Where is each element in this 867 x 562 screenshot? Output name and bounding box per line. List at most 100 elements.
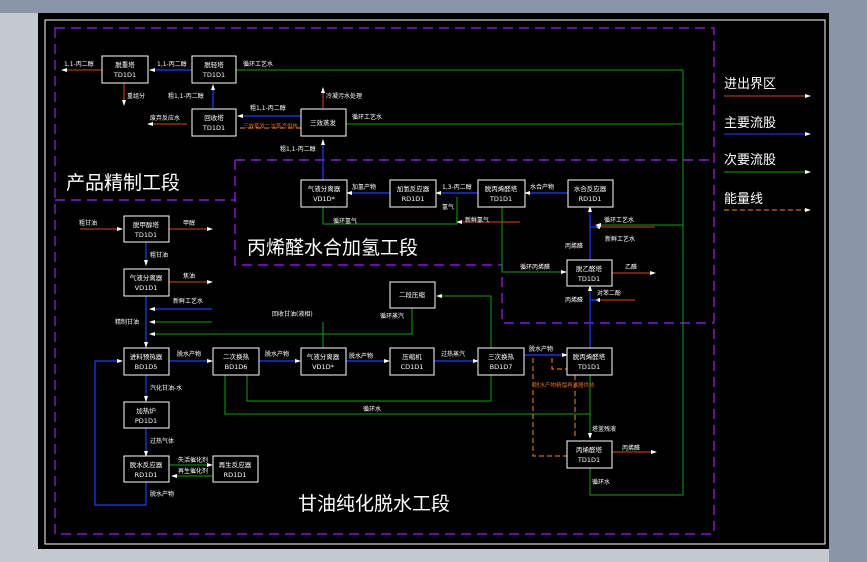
stream-label: 塔釜残液: [592, 425, 616, 433]
stream-label: 粗甘油: [150, 251, 168, 259]
stream-label: 丙烯醛: [565, 296, 583, 304]
svg-text:TD1D1: TD1D1: [489, 195, 512, 203]
drawing-canvas: 产品精制工段 丙烯醛水合加氢工段 甘油纯化脱水工段: [38, 13, 829, 549]
stream-label: 失活催化剂: [178, 456, 208, 464]
svg-text:脱轻塔: 脱轻塔: [204, 60, 224, 69]
svg-text:气液分离器: 气液分离器: [130, 273, 163, 282]
legend-label-main: 主要流股: [724, 116, 776, 131]
svg-text:二段压缩: 二段压缩: [399, 290, 426, 299]
stream-label: 氢气: [442, 203, 454, 211]
svg-text:再生反应器: 再生反应器: [219, 460, 252, 469]
svg-text:VD1D1: VD1D1: [135, 284, 158, 292]
equipment-h3[interactable]: 三次换热 BD1D7: [477, 347, 525, 376]
legend-label-secondary: 次要流股: [724, 152, 776, 168]
svg-text:TD1D1: TD1D1: [134, 231, 157, 239]
svg-text:TD1D1: TD1D1: [202, 124, 225, 132]
process-flow-diagram: 产品精制工段 丙烯醛水合加氢工段 甘油纯化脱水工段: [44, 19, 826, 545]
stream-label: 脱水产物: [265, 350, 289, 358]
stream-label: 精制甘油: [115, 318, 139, 326]
svg-text:RD1D1: RD1D1: [135, 471, 158, 479]
stream-label: 丙烯醛: [565, 242, 583, 250]
equipment-h2[interactable]: 二次换热 BD1D6: [212, 347, 260, 376]
equipment-c1[interactable]: 压缩机 CD1D1: [389, 347, 435, 376]
stream-label: 粗甘油: [79, 219, 97, 227]
stream-label: 循环丙烯醛: [520, 263, 550, 271]
overall-boundary: [54, 27, 715, 535]
stream-label: 循环水: [363, 405, 381, 413]
stream-label: 冷凝污水处理: [326, 92, 362, 100]
equipment-t6[interactable]: 脱甲醇塔 TD1D1: [123, 215, 170, 243]
legend-label-energy: 能量线: [724, 192, 763, 207]
stream-label: 脱水产物: [150, 490, 174, 498]
stream-label: 1,1-丙二醇: [64, 60, 94, 68]
svg-text:加热炉: 加热炉: [136, 406, 156, 415]
equipment-r1[interactable]: 加氢反应器 RD1D1: [389, 179, 437, 208]
equipment-t5[interactable]: 脱乙醛塔 TD1D1: [566, 259, 613, 287]
svg-text:脱丙烯醛塔: 脱丙烯醛塔: [573, 352, 606, 361]
stream-label: 脱水产物: [349, 352, 373, 360]
svg-text:进料预热器: 进料预热器: [130, 352, 163, 361]
stream-label: 循环工艺水: [243, 60, 273, 68]
secondary-flow-lines: [149, 69, 684, 496]
svg-text:TD1D1: TD1D1: [577, 456, 600, 464]
stream-label: 粗1,1-丙二醇: [280, 145, 316, 153]
equipment-t2[interactable]: 脱轻塔 TD1D1: [191, 55, 237, 84]
svg-text:TD1D1: TD1D1: [113, 71, 136, 79]
svg-text:CD1D1: CD1D1: [401, 363, 424, 371]
stream-label: 脱水产物: [529, 345, 553, 353]
svg-text:TD1D1: TD1D1: [202, 71, 225, 79]
svg-text:RD1D1: RD1D1: [579, 195, 602, 203]
svg-text:BD1D6: BD1D6: [225, 363, 248, 371]
stream-label: 新鲜工艺水: [173, 297, 203, 305]
equipment-e1[interactable]: 三效蒸发: [300, 108, 347, 137]
equipment-t3[interactable]: 回收塔 TD1D1: [191, 108, 237, 137]
window-top-bar: [0, 0, 867, 13]
stream-label: 丙烯醛: [622, 444, 640, 452]
svg-text:PD1D1: PD1D1: [135, 417, 157, 425]
svg-text:压缩机: 压缩机: [402, 352, 422, 361]
svg-text:RD1D1: RD1D1: [402, 195, 425, 203]
svg-text:脱丙烯醛塔: 脱丙烯醛塔: [485, 184, 518, 193]
stream-label: 1,3-丙二醇: [442, 183, 472, 191]
stream-label: 过热气体: [150, 437, 174, 445]
equipment-r3[interactable]: 脱水反应器 RD1D1: [123, 455, 170, 483]
svg-text:气液分离器: 气液分离器: [308, 184, 341, 193]
svg-text:三效蒸发: 三效蒸发: [310, 118, 337, 127]
svg-text:脱水反应器: 脱水反应器: [130, 460, 163, 469]
svg-text:VD1D*: VD1D*: [312, 363, 335, 371]
stream-label: 加氢产物: [352, 183, 376, 191]
svg-text:BD1D5: BD1D5: [135, 363, 158, 371]
stream-label: 水合产物: [530, 183, 554, 191]
svg-text:水合反应器: 水合反应器: [574, 184, 607, 193]
stream-label: 循环氢气: [333, 217, 357, 225]
stream-label: 循环蒸汽: [380, 312, 404, 320]
stream-label: 废弃反应水: [150, 114, 180, 122]
equipment-v3[interactable]: 气液分离器 VD1D*: [300, 347, 347, 376]
section-title-product: 产品精制工段: [66, 172, 180, 194]
equipment-v2[interactable]: 气液分离器 VD1D1: [123, 268, 170, 297]
stream-label: 过热蒸汽: [441, 350, 465, 358]
stream-label: 乙醛: [625, 263, 637, 271]
energy-label: 脱水产物精馏再沸器供热: [534, 381, 595, 389]
equipment-t7[interactable]: 脱丙烯醛塔 TD1D1: [566, 347, 613, 376]
stream-label: 甲醇: [183, 219, 195, 227]
svg-text:脱重塔: 脱重塔: [115, 60, 135, 69]
equipment-c2[interactable]: 二段压缩: [389, 281, 436, 309]
equipment-f1[interactable]: 加热炉 PD1D1: [123, 401, 170, 429]
equipment-t1[interactable]: 脱重塔 TD1D1: [101, 55, 149, 84]
equipment-r4[interactable]: 再生反应器 RD1D1: [212, 455, 259, 483]
stream-label: 新鲜工艺水: [605, 235, 635, 243]
stream-label: 1,1-丙二醇: [157, 60, 187, 68]
svg-text:TD1D1: TD1D1: [577, 275, 600, 283]
svg-text:脱乙醛塔: 脱乙醛塔: [576, 264, 603, 273]
equipment-h1[interactable]: 进料预热器 BD1D5: [123, 347, 170, 376]
legend: 进出界区 主要流股 次要流股 能量线: [724, 77, 811, 212]
stream-label: 再生催化剂: [178, 467, 208, 475]
svg-text:RD1D1: RD1D1: [224, 471, 247, 479]
svg-text:三次换热: 三次换热: [488, 352, 515, 361]
stream-label: 循环水: [592, 478, 610, 486]
equipment-t4[interactable]: 脱丙烯醛塔 TD1D1: [477, 179, 526, 208]
equipment-t8[interactable]: 丙烯醛塔 TD1D1: [566, 440, 613, 469]
equipment-r2[interactable]: 水合反应器 RD1D1: [567, 179, 614, 208]
equipment-v1[interactable]: 气液分离器 VD1D*: [300, 179, 348, 208]
